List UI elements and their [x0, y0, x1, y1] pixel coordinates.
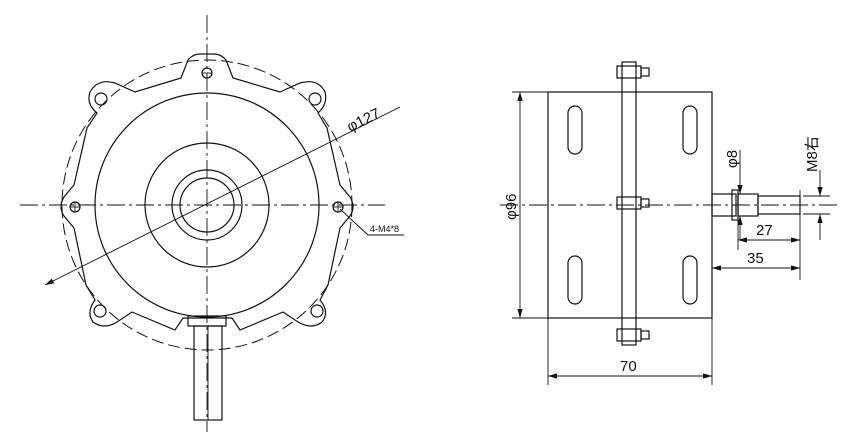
bolt-icon	[616, 65, 650, 342]
mount-hole-icon	[308, 92, 322, 106]
slot-icon	[567, 105, 698, 305]
body-diameter-label: φ96	[503, 194, 520, 220]
shaft	[711, 189, 801, 221]
shaft-diameter-label: φ8	[724, 150, 741, 168]
shaft-length-label: 27	[756, 222, 773, 239]
diameter-dimension-line	[44, 106, 401, 286]
mount-hole-icon	[93, 304, 107, 318]
bolt-circle-dashed	[61, 59, 353, 351]
hub-circle	[144, 142, 270, 268]
screw-hole-icon	[69, 67, 344, 213]
outer-diameter-label: φ127	[344, 105, 383, 136]
mount-hole-label: 4-M4*8	[370, 224, 399, 234]
mounting-plate	[621, 61, 637, 346]
front-view: φ127 4-M4*8	[20, 15, 404, 432]
thread-label: M8右	[804, 136, 821, 172]
mount-hole-icon	[310, 304, 324, 318]
mount-hole-leader	[339, 208, 404, 236]
housing-inner-circle	[94, 92, 320, 318]
shaft-extension-label: 35	[747, 250, 764, 267]
side-view: φ96 70 35 27 φ8 M8右	[500, 61, 840, 385]
bearing-inner-circle	[179, 177, 235, 233]
cable-exit	[187, 315, 227, 421]
body-length-label: 70	[620, 358, 637, 375]
housing-outline	[60, 53, 354, 331]
bearing-outer-circle	[171, 169, 243, 241]
mount-hole-icon	[94, 92, 108, 106]
